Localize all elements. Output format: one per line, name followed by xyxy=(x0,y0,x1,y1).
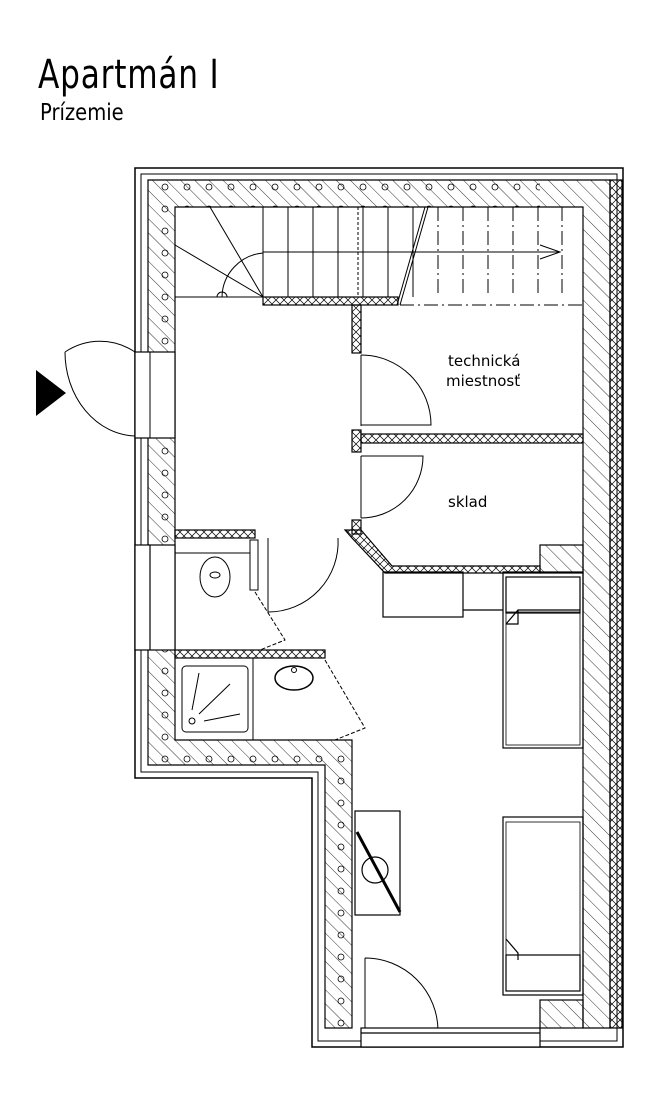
desk-with-chair xyxy=(354,810,402,916)
entrance-arrow-icon xyxy=(36,370,66,416)
hall-door xyxy=(267,537,339,613)
shower-icon xyxy=(181,658,254,740)
toilet-icon xyxy=(175,539,259,598)
plan-subtitle: Prízemie xyxy=(40,100,124,126)
label-storage: sklad xyxy=(448,493,487,511)
label-technical-room-1: technická xyxy=(448,352,520,370)
interior-doors[interactable] xyxy=(254,354,439,1032)
outer-wall-outline xyxy=(134,167,624,1048)
wc-door xyxy=(254,591,286,651)
bed-1 xyxy=(502,571,584,749)
label-technical-room-2: miestnosť xyxy=(446,372,520,390)
entrance-door[interactable] xyxy=(64,340,176,439)
sink-icon xyxy=(274,665,314,691)
storage-door xyxy=(360,455,424,519)
tech-room-door xyxy=(360,354,432,426)
room-door xyxy=(364,957,439,1032)
table xyxy=(382,571,464,618)
interior-partitions xyxy=(174,296,584,659)
left-window xyxy=(134,544,176,651)
plan-title: Apartmán I xyxy=(38,52,220,98)
staircase xyxy=(174,206,583,306)
bed-2 xyxy=(502,816,584,996)
bottom-window xyxy=(360,1027,541,1048)
bath-door xyxy=(324,659,366,741)
perimeter-wall xyxy=(147,179,623,1029)
